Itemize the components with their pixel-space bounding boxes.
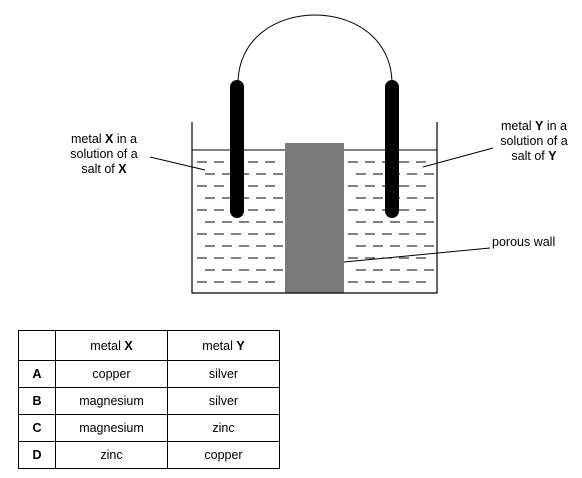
table-row: B magnesium silver bbox=[18, 387, 280, 415]
connecting-wire bbox=[237, 14, 393, 85]
row-key: D bbox=[18, 441, 56, 469]
cell-metal-x: magnesium bbox=[55, 414, 168, 442]
leader-line-y bbox=[422, 147, 494, 168]
cell-metal-y: copper bbox=[167, 441, 280, 469]
porous-wall bbox=[285, 143, 344, 293]
leader-line-x bbox=[149, 156, 206, 171]
cell-metal-x: magnesium bbox=[55, 387, 168, 415]
cell-metal-x: copper bbox=[55, 360, 168, 388]
electrode-y bbox=[385, 80, 399, 218]
table-header-row: metal X metal Y bbox=[18, 330, 280, 361]
row-key: B bbox=[18, 387, 56, 415]
header-metal-y: metal Y bbox=[167, 330, 280, 361]
row-key: A bbox=[18, 360, 56, 388]
leader-line-porous bbox=[343, 247, 491, 263]
cell-metal-x: zinc bbox=[55, 441, 168, 469]
table-row: A copper silver bbox=[18, 360, 280, 388]
cell-diagram bbox=[149, 14, 494, 294]
cell-metal-y: silver bbox=[167, 360, 280, 388]
row-key: C bbox=[18, 414, 56, 442]
container bbox=[191, 122, 438, 294]
label-metal-x: metal X in a solution of a salt of X bbox=[70, 132, 138, 176]
options-table: metal X metal Y A copper silver B magnes… bbox=[18, 330, 280, 469]
label-metal-y: metal Y in a solution of a salt of Y bbox=[500, 119, 568, 163]
header-key bbox=[18, 330, 56, 361]
electrode-x bbox=[230, 80, 244, 218]
label-porous-wall: porous wall bbox=[492, 235, 556, 249]
solution-right bbox=[348, 161, 434, 283]
table-row: D zinc copper bbox=[18, 441, 280, 469]
cell-metal-y: silver bbox=[167, 387, 280, 415]
table-row: C magnesium zinc bbox=[18, 414, 280, 442]
cell-metal-y: zinc bbox=[167, 414, 280, 442]
header-metal-x: metal X bbox=[55, 330, 168, 361]
